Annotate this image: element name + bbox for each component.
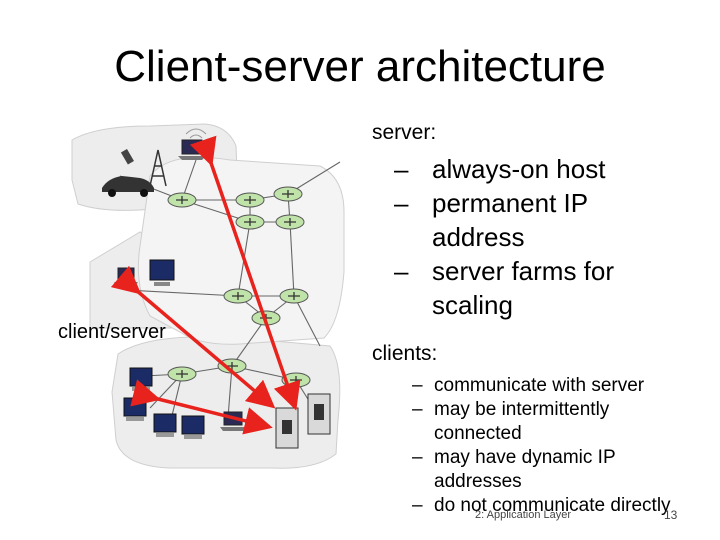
- server-point: server farms for scaling: [394, 254, 672, 322]
- client-point: may have dynamic IP addresses: [412, 446, 654, 494]
- server-point: always-on host: [394, 152, 672, 186]
- cell-tower-icon: [149, 149, 167, 187]
- desktop-computer-icon: [123, 397, 147, 421]
- cell-phone-icon: [120, 148, 134, 165]
- server-icon: [307, 393, 331, 435]
- clients-heading: clients:: [372, 342, 438, 365]
- laptop-icon: [178, 139, 206, 160]
- client-points: communicate with server may be intermitt…: [412, 374, 712, 518]
- footer-text: 2: Application Layer: [475, 509, 572, 521]
- laptop-icon: [114, 267, 138, 286]
- server-heading: server:: [372, 121, 437, 144]
- slide-title: Client-server architecture: [114, 42, 606, 91]
- network-diagram: [71, 123, 345, 469]
- server-icon: [275, 407, 299, 449]
- car-icon: [102, 176, 154, 197]
- client-point: do not communicate directly: [412, 494, 712, 518]
- server-point: permanent IP address: [394, 186, 642, 254]
- client-point: communicate with server: [412, 374, 712, 398]
- page-number: 13: [664, 508, 678, 522]
- client-server-label: client/server: [58, 321, 166, 343]
- arrow: [130, 379, 273, 435]
- client-point: may be intermittently connected: [412, 398, 644, 446]
- desktop-computer-icon: [153, 413, 177, 437]
- client-server-arrows: [110, 135, 301, 435]
- desktop-computer-icon: [181, 415, 205, 439]
- server-points: always-on host permanent IP address serv…: [394, 152, 672, 322]
- desktop-computer-icon: [129, 367, 153, 391]
